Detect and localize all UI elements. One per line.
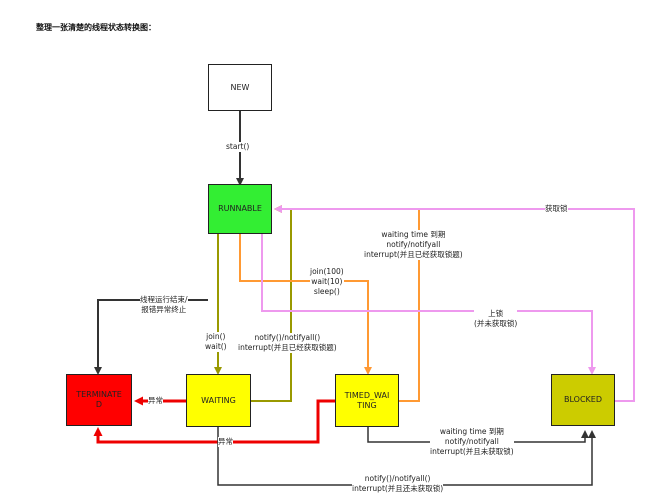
diagram-title: 整理一张清楚的线程状态转换图： bbox=[36, 23, 156, 32]
state-new-label: NEW bbox=[230, 82, 250, 92]
edge-runnable-to-blocked bbox=[261, 234, 596, 375]
label-waiting-exception: 异常 bbox=[148, 396, 163, 406]
state-runnable-label: RUNNABLE bbox=[218, 204, 262, 213]
state-timed-waiting: TIMED_WAI TING bbox=[335, 374, 399, 427]
label-runnable-to-terminated: 线程运行结束/ 报错异常终止 bbox=[140, 295, 188, 315]
state-new: NEW bbox=[208, 64, 272, 111]
label-timed-to-runnable: waiting time 到期 notify/notifyall interru… bbox=[364, 230, 463, 260]
state-timed-waiting-label-1: TIMED_WAI bbox=[344, 390, 390, 400]
label-waiting-to-blocked: notify()/notifyall() interrupt(并且还未获取锁) bbox=[352, 474, 444, 494]
state-waiting-label: WAITING bbox=[201, 395, 236, 405]
state-blocked-label: BLOCKED bbox=[563, 395, 602, 404]
state-runnable: RUNNABLE bbox=[208, 184, 272, 234]
edge-waiting-to-runnable bbox=[251, 205, 292, 402]
edge-blocked-to-runnable bbox=[274, 205, 635, 402]
label-runnable-to-timed: join(100) wait(10) sleep() bbox=[310, 267, 344, 297]
state-terminated-label-2: D bbox=[95, 400, 103, 409]
label-timed-exception: 异常 bbox=[218, 437, 233, 447]
label-waiting-to-runnable: notify()/notifyall() interrupt(并且已经获取锁题) bbox=[238, 333, 337, 353]
state-blocked: BLOCKED bbox=[551, 374, 615, 426]
label-acquire-lock: 获取锁 bbox=[545, 204, 568, 214]
label-timed-to-blocked: waiting time 到期 notify/notifyall interru… bbox=[430, 427, 514, 457]
label-start: start() bbox=[226, 142, 250, 152]
state-timed-waiting-label-2: TING bbox=[357, 400, 377, 410]
edge-timed-waiting-to-terminated bbox=[93, 399, 335, 444]
state-waiting: WAITING bbox=[186, 374, 251, 427]
label-runnable-to-waiting: join() wait() bbox=[205, 332, 227, 352]
state-terminated: TERMINATE D bbox=[66, 374, 132, 426]
state-terminated-label-1: TERMINATE bbox=[76, 390, 122, 399]
edge-runnable-to-timed-waiting bbox=[239, 234, 372, 375]
label-runnable-to-blocked: 上锁 (并未获取锁) bbox=[474, 309, 518, 329]
